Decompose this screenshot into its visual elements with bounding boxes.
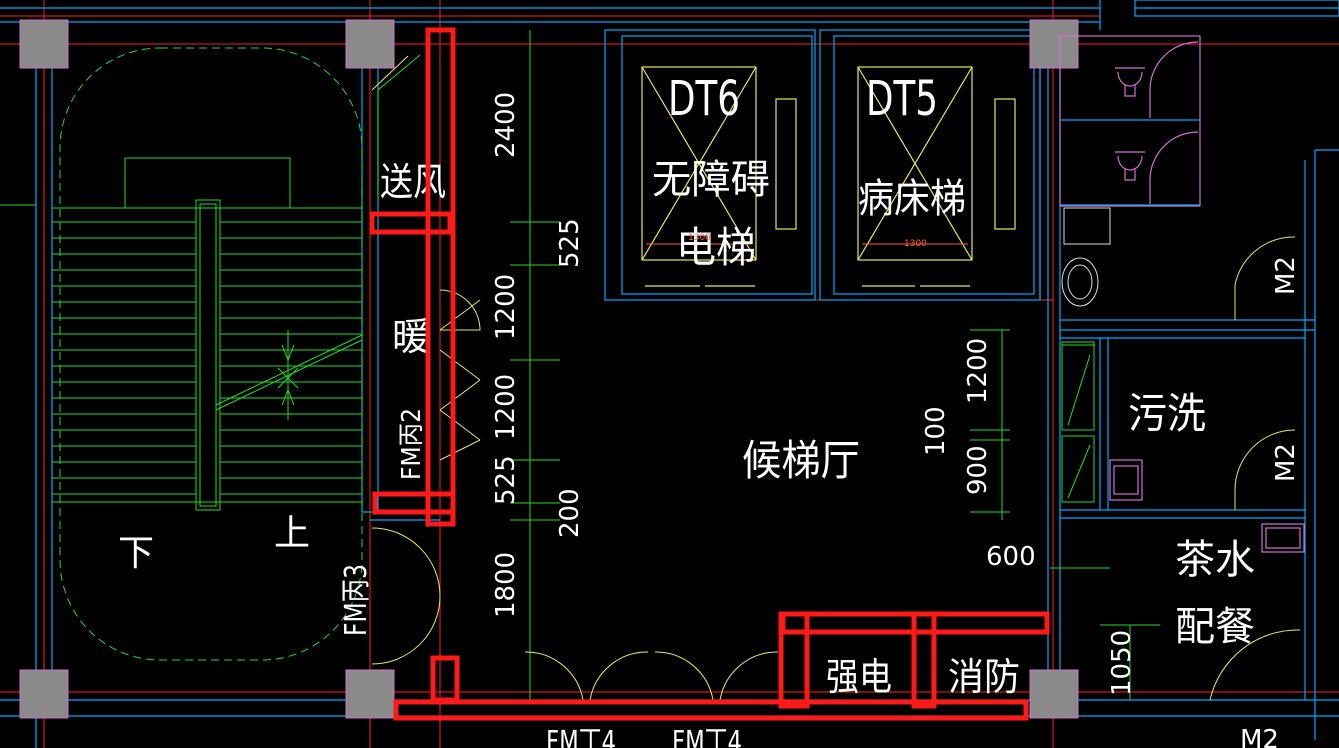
doors <box>371 55 1301 701</box>
misc-green-lines <box>0 30 1160 700</box>
lobby-label: 候梯厅 <box>742 436 860 485</box>
highlight-bottom-beam <box>393 699 1029 721</box>
mop-room-label: 污洗 <box>1128 389 1206 438</box>
dim-525-top: 525 <box>555 218 585 268</box>
heating-label: 暖 <box>392 315 430 359</box>
pantry-label-line2: 配餐 <box>1175 604 1255 650</box>
dt6-code: DT6 <box>668 71 740 127</box>
supply-air-label: 送风 <box>380 160 446 204</box>
door-fm-d4-a: FM丁4 <box>546 725 616 748</box>
columns <box>19 19 1079 719</box>
dt5-name: 病床梯 <box>858 176 966 222</box>
door-m2-b: M2 <box>1271 443 1301 482</box>
highlight-annotations <box>369 27 1050 721</box>
highlight-top-crossbar <box>369 211 453 235</box>
highlight-bottom-crossbar <box>372 491 456 515</box>
dimension-labels: 2400 525 1200 1200 525 200 1800 1200 100… <box>491 92 1137 696</box>
dim-525-bottom: 525 <box>491 455 521 505</box>
stair-down-label: 下 <box>118 533 154 574</box>
room-labels: DT6 无障碍 电梯 DT5 病床梯 候梯厅 污洗 茶水 配餐 强电 消防 下 … <box>118 71 1301 748</box>
dim-1800: 1800 <box>491 552 521 618</box>
door-m2-c: M2 <box>1240 725 1279 748</box>
door-fm-c2: FM丙2 <box>397 408 427 480</box>
dim-1200-right: 1200 <box>963 338 993 404</box>
dt5-code: DT5 <box>866 71 938 127</box>
elevator-shafts <box>641 66 1016 287</box>
dim-900: 900 <box>963 445 993 495</box>
dt6-name-line2: 电梯 <box>676 223 756 272</box>
dim-2400: 2400 <box>491 92 521 158</box>
dim-200: 200 <box>555 488 585 538</box>
door-fm-c3: FM丙3 <box>339 564 374 636</box>
highlight-fire-room-post <box>911 611 937 709</box>
highlight-vertical-duct <box>425 27 456 527</box>
dt6-name-line1: 无障碍 <box>652 157 770 203</box>
door-fm-d4-b: FM丁4 <box>672 725 742 748</box>
shaft-width-b: 1300 <box>904 239 927 249</box>
shaft-width-labels: 1300 1300 <box>688 233 927 249</box>
dim-1200-b: 1200 <box>491 374 521 440</box>
strong-power-label: 强电 <box>826 655 892 699</box>
shaft-width-a: 1300 <box>688 233 711 243</box>
dim-100: 100 <box>921 406 951 456</box>
dim-1200-a: 1200 <box>491 274 521 340</box>
dim-600: 600 <box>986 542 1036 572</box>
stair-up-label: 上 <box>274 513 310 554</box>
door-m2-a: M2 <box>1271 256 1301 295</box>
fixtures-white <box>1061 207 1111 307</box>
fire-control-label: 消防 <box>948 655 1020 699</box>
pantry-label-line1: 茶水 <box>1175 537 1255 583</box>
stair <box>52 47 363 661</box>
sanitary-fixtures <box>1059 35 1305 553</box>
dim-1050: 1050 <box>1107 630 1137 696</box>
